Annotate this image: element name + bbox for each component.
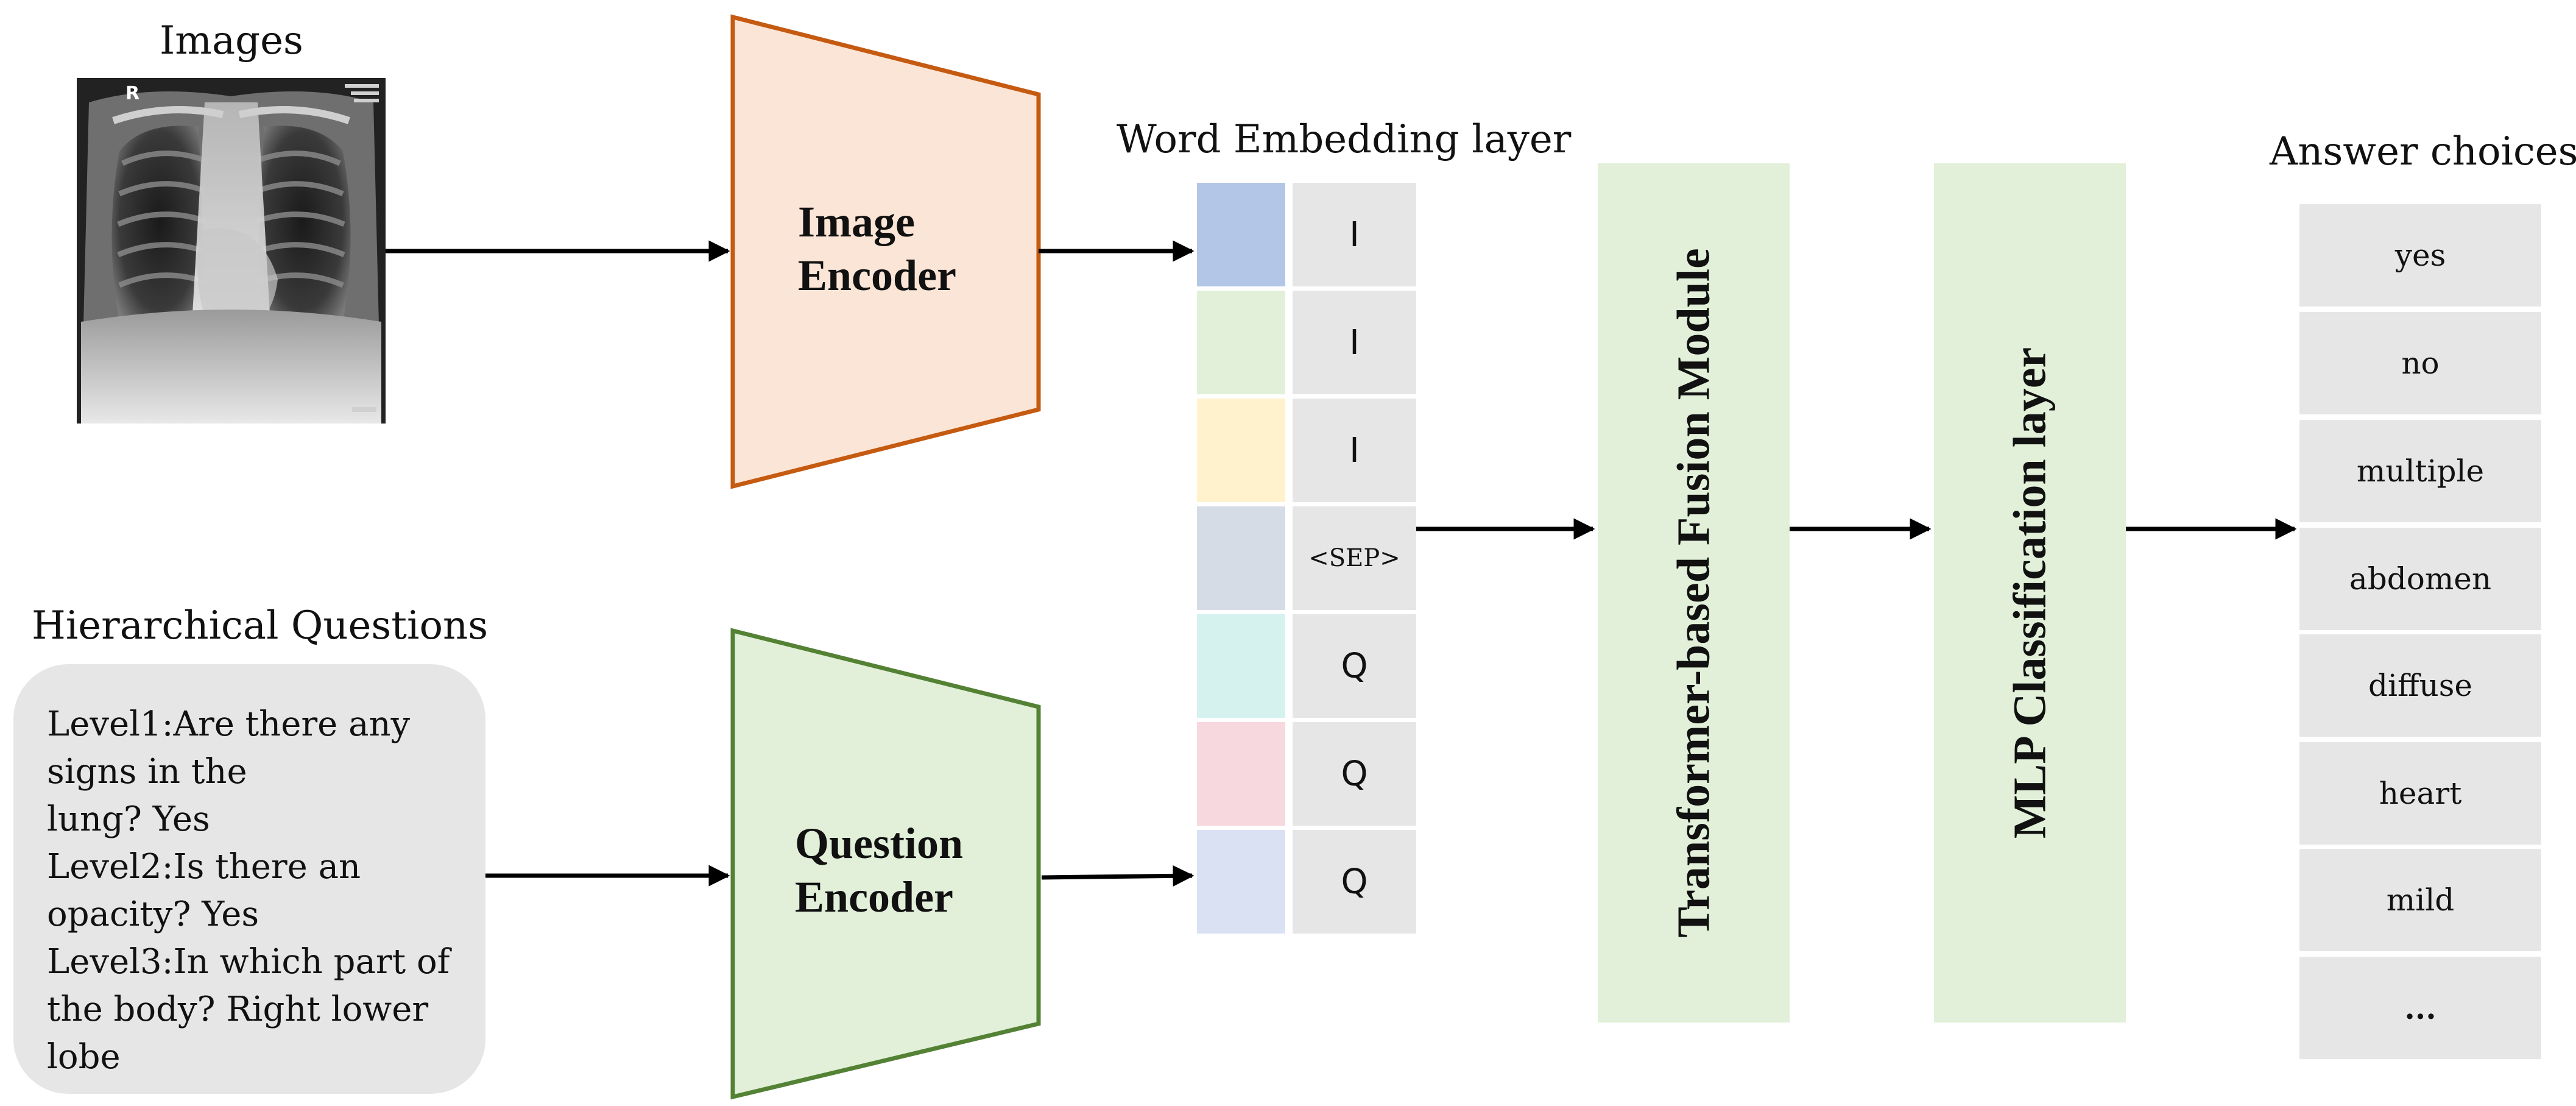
question-line: Level2:Is there an xyxy=(47,847,361,887)
question-encoder-shape xyxy=(730,628,1041,1100)
embedding-color-cell xyxy=(1197,722,1285,826)
answer-choice: heart xyxy=(2299,742,2541,845)
arrow-question-encoder-to-embedding xyxy=(1041,865,1194,887)
question-line: signs in the xyxy=(47,752,247,792)
answer-choice: ... xyxy=(2299,957,2541,1059)
answer-choice: abdomen xyxy=(2299,528,2541,630)
mlp-classification-layer: MLP Classification layer xyxy=(1934,163,2126,1023)
answer-choice: multiple xyxy=(2299,420,2541,522)
embedding-token-cell: I xyxy=(1293,183,1416,286)
question-encoder-label: Question Encoder xyxy=(795,819,964,921)
answer-choice: mild xyxy=(2299,849,2541,951)
embedding-color-cell xyxy=(1197,399,1285,502)
question-line: lobe xyxy=(47,1037,121,1077)
question-line: lung? Yes xyxy=(47,799,210,839)
answer-choice: no xyxy=(2299,312,2541,414)
answer-choices-heading: Answer choices xyxy=(2270,129,2576,174)
answer-choice: yes xyxy=(2299,204,2541,307)
hierarchical-questions-box: Level1:Are there any signs in the lung? … xyxy=(13,664,485,1094)
hierarchical-questions-heading: Hierarchical Questions xyxy=(32,603,489,648)
embedding-color-cell xyxy=(1197,183,1285,286)
xray-marker-r: R xyxy=(125,83,139,104)
question-line: Level3:In which part of xyxy=(47,942,450,982)
answer-choice: diffuse xyxy=(2299,634,2541,737)
embedding-token-cell: I xyxy=(1293,291,1416,394)
word-embedding-layer: I I I <SEP> Q Q Q xyxy=(1197,183,1416,935)
images-heading: Images xyxy=(160,18,303,63)
embedding-color-cell xyxy=(1197,291,1285,394)
question-line: Level1:Are there any xyxy=(47,704,411,744)
embedding-token-cell: Q xyxy=(1293,614,1416,718)
fusion-module: Transformer-based Fusion Module xyxy=(1598,163,1790,1023)
word-embedding-heading: Word Embedding layer xyxy=(1117,117,1572,162)
question-line: opacity? Yes xyxy=(47,895,259,934)
image-encoder-label: Image Encoder xyxy=(798,197,956,300)
chest-xray-image: R xyxy=(77,78,386,424)
embedding-token-cell: I xyxy=(1293,399,1416,502)
embedding-token-cell: <SEP> xyxy=(1293,506,1416,610)
embedding-color-cell xyxy=(1197,506,1285,610)
image-encoder-shape xyxy=(730,14,1041,489)
answer-choices-list: yes no multiple abdomen diffuse heart mi… xyxy=(2299,204,2541,1060)
embedding-color-cell xyxy=(1197,830,1285,934)
embedding-token-cell: Q xyxy=(1293,830,1416,934)
embedding-color-cell xyxy=(1197,614,1285,718)
question-line: the body? Right lower xyxy=(47,990,429,1029)
embedding-token-cell: Q xyxy=(1293,722,1416,826)
